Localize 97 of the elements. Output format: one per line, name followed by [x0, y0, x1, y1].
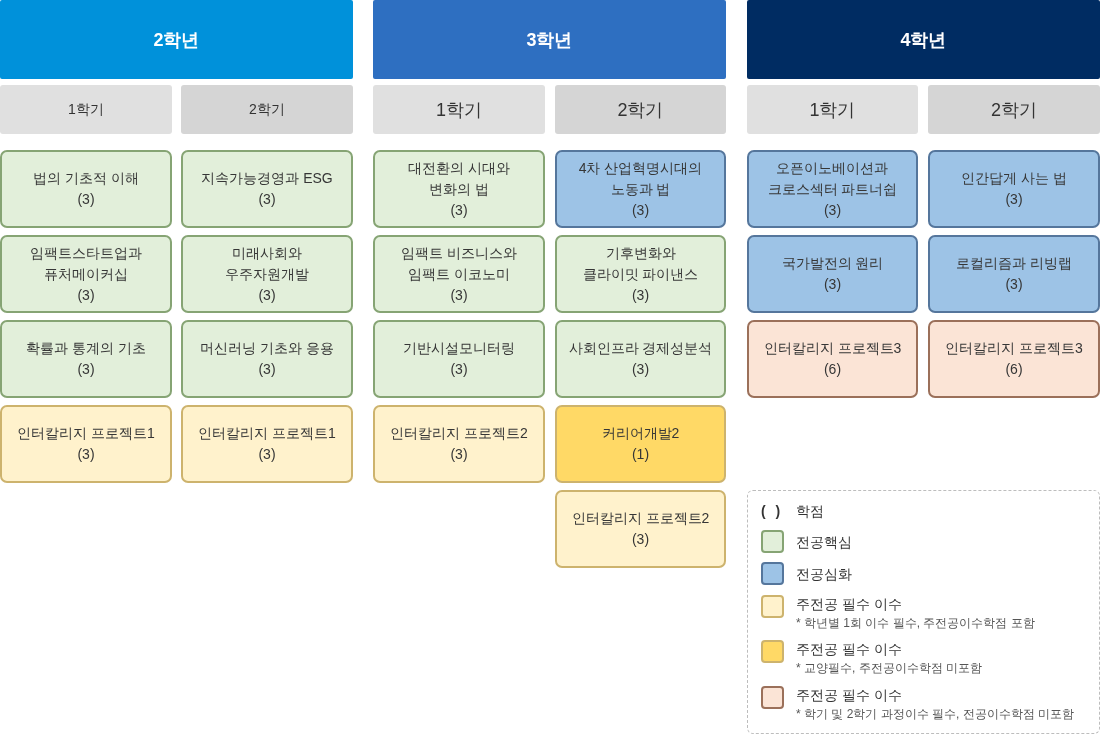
semester-label: 1학기 [68, 100, 104, 119]
course-title: 지속가능경영과 ESG [201, 169, 333, 188]
course-box [0, 320, 172, 398]
legend-label: 전공핵심 [796, 533, 852, 552]
credit-value: (3) [823, 275, 842, 294]
credit-value: (3) [77, 190, 95, 209]
course-box [373, 405, 545, 483]
course-title: 대전환의 시대와 변화의 법 [407, 158, 511, 199]
year-label: 4학년 [900, 28, 947, 52]
credit-value: (3) [450, 360, 468, 379]
semester-label: 1학기 [436, 98, 482, 122]
course-box [928, 320, 1100, 398]
semester-label: 2학기 [991, 98, 1037, 122]
year-header-band [373, 0, 726, 79]
credit-value: (1) [631, 445, 650, 464]
course-box [555, 320, 726, 398]
course-title: 미래사회와 우주자원개발 [224, 243, 310, 284]
course-box [555, 490, 726, 568]
year-label: 3학년 [526, 28, 573, 52]
course-box [555, 405, 726, 483]
credit-value: (3) [1005, 190, 1023, 209]
semester-label: 1학기 [809, 98, 856, 122]
credit-value: (3) [258, 285, 276, 305]
course-box [928, 150, 1100, 228]
credit-value: (3) [450, 200, 468, 220]
legend-label: 전공심화 [796, 565, 852, 584]
course-title: 오픈이노베이션과 크로스섹터 파트너쉽 [766, 158, 899, 199]
course-box [181, 235, 353, 313]
year-header-band [747, 0, 1100, 79]
course-title: 기후변화와 클라이밋 파이낸스 [581, 243, 700, 284]
credit-value: (3) [631, 360, 650, 379]
course-title: 임팩트 비즈니스와 임팩트 이코노미 [400, 243, 518, 284]
credit-value: (6) [1005, 360, 1023, 379]
course-box [181, 320, 353, 398]
course-title: 인터칼리지 프로젝트3 [945, 339, 1083, 358]
credit-value: (6) [823, 360, 842, 379]
credit-value: (3) [631, 285, 650, 305]
course-title: 머신러닝 기초와 응용 [200, 339, 334, 358]
legend-note: * 교양필수, 주전공이수학점 미포함 [796, 660, 982, 676]
semester-header [928, 85, 1100, 134]
course-title: 인간답게 사는 법 [961, 169, 1067, 188]
course-box [555, 235, 726, 313]
course-title: 인터칼리지 프로젝트1 [17, 424, 155, 443]
semester-header [181, 85, 353, 134]
semester-header [555, 85, 726, 134]
semester-header [0, 85, 172, 134]
semester-label: 2학기 [249, 100, 285, 119]
course-box [747, 235, 918, 313]
course-title: 인터칼리지 프로젝트2 [571, 509, 710, 528]
credit-value: (3) [1005, 275, 1023, 294]
course-title: 인터칼리지 프로젝트1 [198, 424, 336, 443]
course-title: 확률과 통계의 기초 [26, 339, 146, 358]
credit-value: (3) [77, 445, 95, 464]
course-box [181, 150, 353, 228]
course-box [747, 150, 918, 228]
credit-value: (3) [450, 445, 468, 464]
course-box [373, 150, 545, 228]
legend-label: 주전공 필수 이수 [796, 640, 902, 659]
course-title: 인터칼리지 프로젝트2 [390, 424, 528, 443]
semester-header [373, 85, 545, 134]
course-title: 기반시설모니터링 [403, 339, 515, 358]
year-label: 2학년 [153, 28, 200, 52]
credit-value: (3) [258, 190, 276, 209]
course-title: 로컬리즘과 리빙랩 [956, 254, 1072, 273]
course-box [373, 320, 545, 398]
course-title: 인터칼리지 프로젝트3 [763, 339, 902, 358]
semester-label: 2학기 [617, 98, 664, 122]
semester-header [747, 85, 918, 134]
course-box [181, 405, 353, 483]
course-box [373, 235, 545, 313]
legend-label: 학점 [796, 502, 824, 521]
course-box [0, 235, 172, 313]
credit-value: (3) [258, 360, 276, 379]
credit-value: (3) [823, 200, 842, 220]
credit-value: (3) [631, 530, 650, 549]
legend-label: 주전공 필수 이수 [796, 595, 902, 614]
credit-value: (3) [631, 200, 650, 220]
legend-label: 주전공 필수 이수 [796, 686, 902, 705]
year-header-band [0, 0, 353, 79]
course-box [0, 150, 172, 228]
credit-value: (3) [450, 285, 468, 305]
course-box [555, 150, 726, 228]
legend-note: * 학기 및 2학기 과정이수 필수, 전공이수학점 미포함 [796, 706, 1074, 722]
course-title: 커리어개발2 [601, 424, 680, 443]
legend-note: * 학년별 1회 이수 필수, 주전공이수학점 포함 [796, 615, 1035, 631]
course-box [747, 320, 918, 398]
course-box [928, 235, 1100, 313]
course-title: 사회인프라 경제성분석 [568, 339, 713, 358]
credit-value: (3) [258, 445, 276, 464]
credit-value: (3) [77, 360, 95, 379]
credit-sign: ( ) [761, 502, 781, 521]
credit-value: (3) [77, 285, 95, 305]
course-title: 국가발전의 원리 [781, 254, 884, 273]
course-title: 임팩트스타트업과 퓨처메이커십 [29, 243, 143, 284]
course-title: 4차 산업혁명시대의 노동과 법 [577, 158, 704, 199]
course-title: 법의 기초적 이해 [33, 169, 139, 188]
course-box [0, 405, 172, 483]
